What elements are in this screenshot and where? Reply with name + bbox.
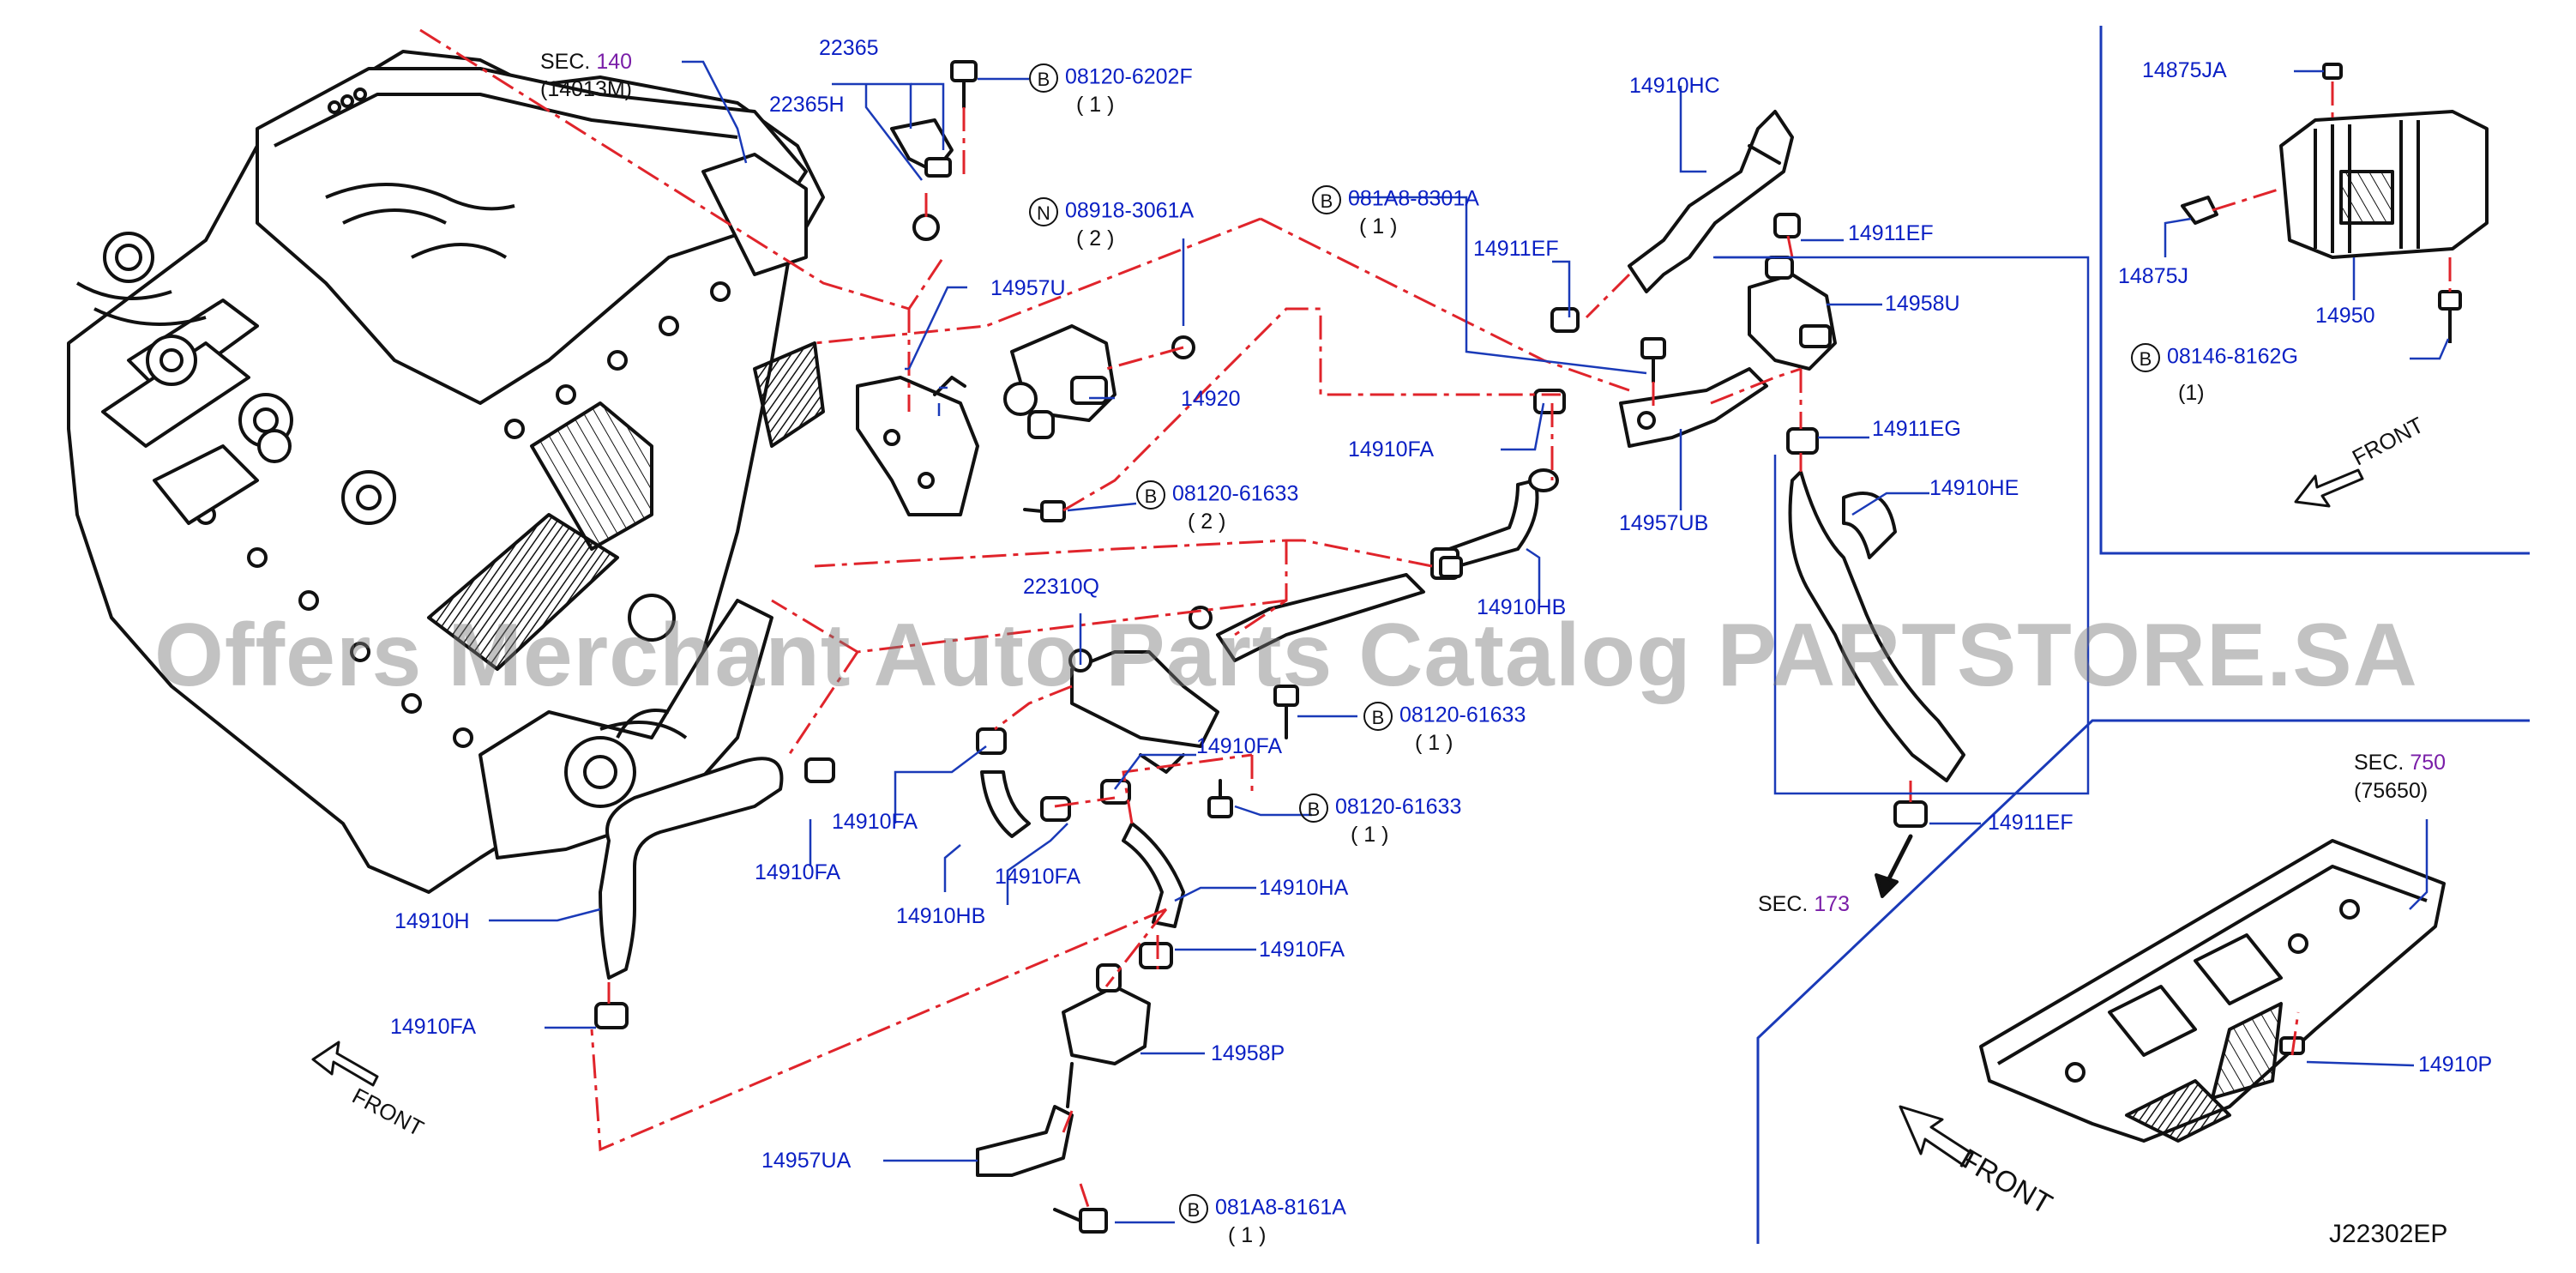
part-qty: (1) [2178, 381, 2205, 405]
part-qty: ( 1 ) [1351, 823, 1389, 847]
part-label-081a8-8161a[interactable]: B 081A8-8161A [1179, 1194, 1346, 1223]
part-label-14910fa-left-c[interactable]: 14910FA [995, 865, 1081, 889]
part-label-08120-61633-a[interactable]: B 08120-61633 [1136, 480, 1298, 510]
part-label-14910h[interactable]: 14910H [394, 909, 470, 933]
part-label-14910he[interactable]: 14910HE [1929, 476, 2019, 500]
section-ref-140[interactable]: SEC. 140 [540, 50, 632, 74]
part-code: 08120-61633 [1335, 794, 1462, 819]
engine-block-illustration [67, 50, 825, 894]
section-sub-75650: (75650) [2354, 779, 2429, 803]
part-label-14875j[interactable]: 14875J [2118, 264, 2189, 288]
part-label-14911ef-bottom[interactable]: 14911EF [1988, 811, 2073, 835]
front-arrow-canister [2294, 468, 2364, 508]
bolt-mark-b: B [1136, 480, 1165, 510]
part-label-08120-61633-c[interactable]: B 08120-61633 [1299, 793, 1461, 823]
part-label-22365h[interactable]: 22365H [769, 93, 845, 117]
part-qty: ( 2 ) [1076, 226, 1115, 250]
bolt-mark-b: B [1029, 63, 1058, 93]
oil-pan-illustration [1979, 839, 2446, 1143]
part-code: 08120-61633 [1399, 703, 1526, 727]
section-ref-173[interactable]: SEC. 173 [1758, 892, 1850, 916]
leader-lines [489, 60, 2450, 1224]
section-prefix: SEC. [2354, 751, 2404, 775]
part-label-14950[interactable]: 14950 [2315, 304, 2375, 328]
part-label-081a8-8301a[interactable]: B 081A8-8301A [1312, 185, 1479, 214]
part-qty: ( 1 ) [1076, 93, 1115, 117]
bolt-mark-b: B [2131, 343, 2160, 372]
part-label-14911eg[interactable]: 14911EG [1872, 417, 1961, 441]
part-label-14957ua[interactable]: 14957UA [761, 1149, 852, 1173]
nut-mark-n: N [1029, 197, 1058, 226]
part-label-14910fa-left-b[interactable]: 14910FA [755, 860, 841, 884]
part-label-14910hb-right[interactable]: 14910HB [1477, 595, 1567, 619]
part-label-14875ja[interactable]: 14875JA [2142, 58, 2227, 82]
part-label-14910fa-left-a[interactable]: 14910FA [832, 810, 918, 834]
part-qty: ( 2 ) [1188, 510, 1226, 534]
section-ref-750[interactable]: SEC. 750 [2354, 751, 2446, 775]
bolt-mark-b: B [1312, 185, 1341, 214]
part-code: 08146-8162G [2167, 344, 2298, 369]
part-code: 081A8-8161A [1215, 1195, 1346, 1220]
front-arrows [311, 468, 2364, 1168]
part-label-14958u[interactable]: 14958U [1885, 292, 1960, 316]
part-label-14910fa-lower-left[interactable]: 14910FA [390, 1015, 477, 1039]
part-label-08120-6202f[interactable]: B 08120-6202F [1029, 63, 1193, 93]
canister-illustration [2181, 63, 2489, 343]
part-label-14910hc[interactable]: 14910HC [1629, 74, 1720, 98]
bolt-mark-b: B [1179, 1194, 1208, 1223]
part-label-14910hb-lower[interactable]: 14910HB [896, 904, 986, 928]
part-label-14910fa-mid[interactable]: 14910FA [1196, 734, 1283, 758]
part-label-08918-3061a[interactable]: N 08918-3061A [1029, 197, 1194, 226]
part-label-14911ef-mid[interactable]: 14911EF [1473, 237, 1559, 261]
part-label-14957ub[interactable]: 14957UB [1619, 511, 1709, 535]
part-label-14910ha[interactable]: 14910HA [1259, 876, 1349, 900]
part-code: 08120-6202F [1065, 64, 1193, 89]
part-qty: ( 1 ) [1359, 214, 1398, 238]
part-label-14957u[interactable]: 14957U [990, 276, 1066, 300]
oil-pan-panel [1756, 719, 2530, 1244]
part-code: 08120-61633 [1172, 481, 1299, 506]
part-label-14958p[interactable]: 14958P [1211, 1041, 1285, 1065]
section-sub-14013m: (14013M) [540, 77, 632, 101]
part-label-14911ef-top[interactable]: 14911EF [1848, 221, 1934, 245]
bolt-mark-b: B [1299, 793, 1328, 823]
front-arrow-left [311, 1041, 379, 1087]
section-number: 140 [596, 50, 633, 74]
part-label-22365[interactable]: 22365 [819, 36, 879, 60]
section-number: 750 [2410, 751, 2447, 775]
part-label-08146-8162g[interactable]: B 08146-8162G [2131, 343, 2298, 372]
bolt-mark-b: B [1363, 702, 1393, 731]
part-code: 08918-3061A [1065, 198, 1195, 223]
hoses-and-components [594, 60, 1965, 1234]
part-label-14910fa-right[interactable]: 14910FA [1348, 437, 1435, 462]
section-prefix: SEC. [1758, 892, 1809, 916]
part-code: 081A8-8301A [1348, 186, 1479, 211]
part-qty: ( 1 ) [1228, 1223, 1267, 1247]
canister-panel [2099, 26, 2530, 555]
part-label-14920[interactable]: 14920 [1181, 387, 1241, 411]
section-number: 173 [1814, 892, 1851, 916]
front-arrow-oilpan [1899, 1105, 1974, 1168]
part-label-14910p[interactable]: 14910P [2418, 1053, 2493, 1077]
part-label-14910fa-lower-mid[interactable]: 14910FA [1259, 938, 1345, 962]
part-qty: ( 1 ) [1415, 731, 1454, 755]
part-label-22310q[interactable]: 22310Q [1023, 575, 1099, 599]
section-prefix: SEC. [540, 50, 591, 74]
